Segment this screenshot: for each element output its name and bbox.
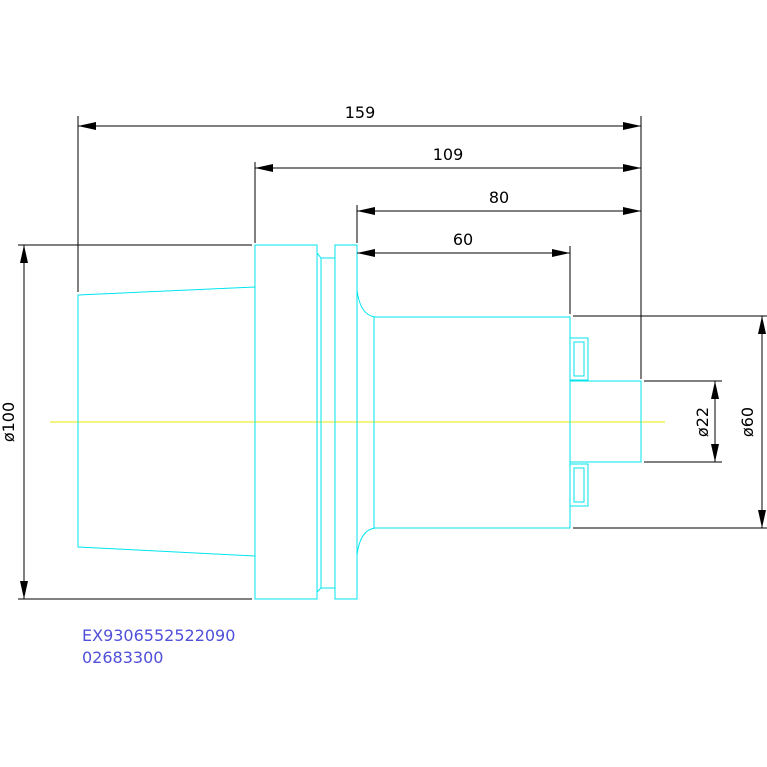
- dim-label-80: 80: [489, 188, 509, 207]
- dim-label-dia100: ø100: [0, 402, 18, 442]
- part-outline: [77, 244, 642, 600]
- part-code-line2: 02683300: [82, 648, 163, 667]
- drive-key-bottom: [569, 463, 589, 507]
- dimension-lines: [18, 116, 767, 600]
- drive-key-top: [569, 337, 589, 381]
- collar: [334, 244, 358, 600]
- dim-label-109: 109: [433, 145, 464, 164]
- part-code-line1: EX9306552522090: [82, 626, 235, 645]
- dim-label-dia60: ø60: [738, 407, 757, 437]
- dim-label-dia22: ø22: [693, 407, 712, 437]
- fillet-top: [356, 289, 376, 318]
- flange-body: [254, 244, 318, 600]
- fillet-bottom: [356, 527, 376, 556]
- drive-key-bottom-inner: [573, 467, 585, 503]
- drive-key-top-inner: [573, 341, 585, 377]
- dim-label-60: 60: [453, 230, 473, 249]
- dimension-arrows: [20, 122, 766, 599]
- dim-label-159: 159: [345, 103, 376, 122]
- pilot-stub: [569, 380, 642, 463]
